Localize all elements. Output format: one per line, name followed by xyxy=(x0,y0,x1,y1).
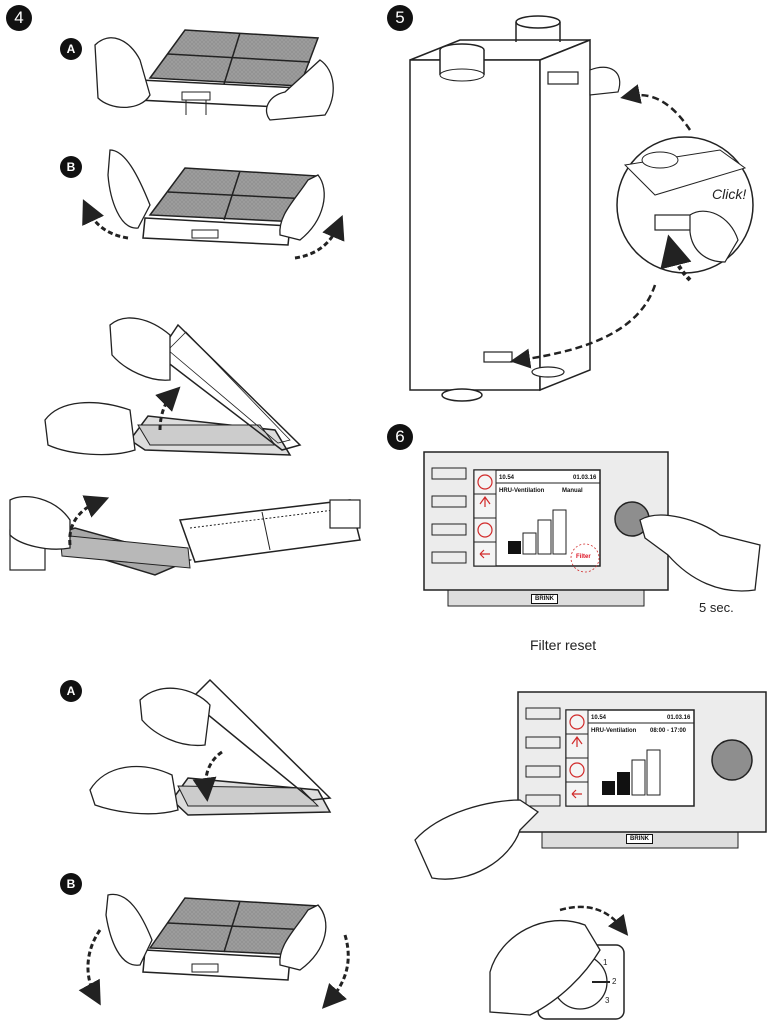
panel1-mode-title: HRU-Ventilation xyxy=(499,488,545,494)
filter-warning: Filter xyxy=(576,554,591,560)
brand-logo: BRINK xyxy=(531,594,558,604)
filter-reset-title: Filter reset xyxy=(530,637,597,653)
rotary-switch xyxy=(489,905,629,1020)
knob-position-2: 2 xyxy=(612,977,617,986)
panel2-time: 10.54 xyxy=(591,715,607,721)
step-4-number: 4 xyxy=(6,5,32,31)
panel2-mode-title: HRU-Ventilation xyxy=(591,728,637,734)
panel1-time: 10.54 xyxy=(499,475,515,481)
bottom-a-close-holder xyxy=(89,678,332,816)
badge-a-bottom: A xyxy=(60,680,82,702)
filter-reset-control-panel xyxy=(414,691,767,880)
click-label: Click! xyxy=(712,186,747,202)
step-5-number: 5 xyxy=(387,5,413,31)
knob-position-1: 1 xyxy=(603,958,608,967)
step4-open-holder xyxy=(44,317,302,456)
step4b-filter-holder xyxy=(82,149,345,260)
panel2-mode-value: 08:00 - 17:00 xyxy=(650,728,687,734)
panel1-mode-value: Manual xyxy=(562,488,583,494)
badge-a-top: A xyxy=(60,38,82,60)
brand-logo-2: BRINK xyxy=(626,834,653,844)
badge-b-top: B xyxy=(60,156,82,178)
step4a-filter-holder xyxy=(94,29,334,121)
step6-control-panel xyxy=(423,451,761,607)
panel1-date: 01.03.16 xyxy=(573,475,597,481)
step-6-number: 6 xyxy=(387,424,413,450)
step4-remove-filter xyxy=(9,495,361,576)
bottom-b-lock-holder xyxy=(78,893,350,1009)
knob-position-3: 3 xyxy=(605,996,610,1005)
panel2-date: 01.03.16 xyxy=(667,715,691,721)
hold-duration: 5 sec. xyxy=(699,600,734,615)
badge-b-bottom: B xyxy=(60,873,82,895)
step5-ventilation-unit xyxy=(409,15,754,402)
